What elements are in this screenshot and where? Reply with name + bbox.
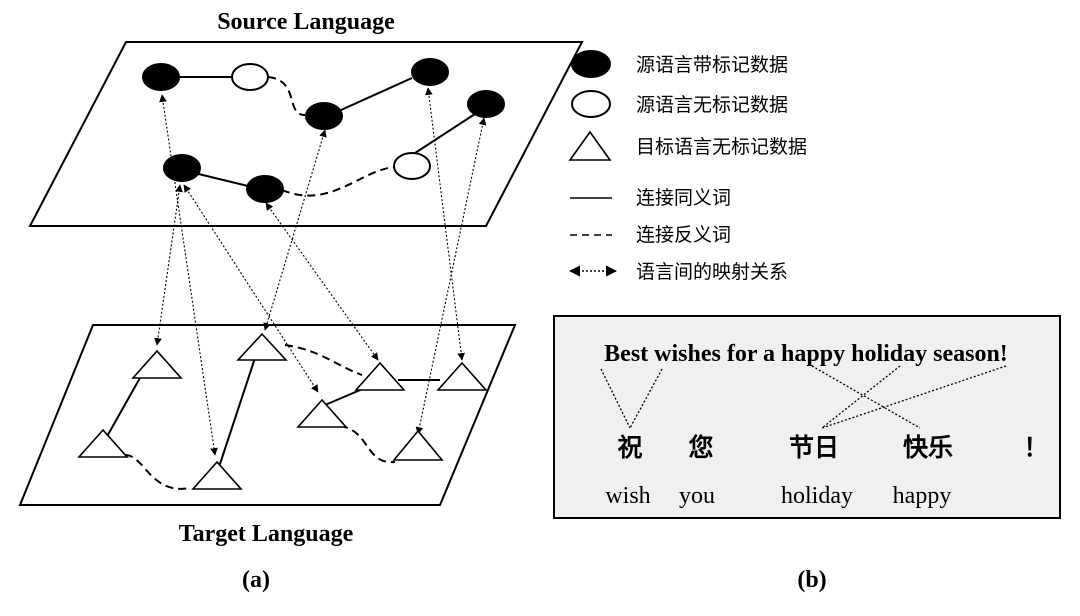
target-language-title: Target Language: [179, 521, 354, 547]
labeled-source-node: [142, 63, 180, 91]
alignment-lines: [600, 365, 1007, 429]
source-edges: [162, 76, 479, 197]
labeled-source-node: [467, 90, 505, 118]
antonym-link: [267, 76, 306, 116]
chinese-word: 快乐: [903, 433, 953, 462]
source-plane: [28, 41, 584, 227]
target-node: [296, 398, 348, 428]
mapping-arrow: [263, 129, 327, 331]
synonym-link: [104, 368, 146, 441]
labeled-source-node: [305, 102, 343, 130]
mapping-arrow: [415, 117, 487, 435]
gloss-word: you: [679, 483, 715, 509]
legend-label: 语言间的映射关系: [636, 261, 788, 283]
legend-triangle-icon: [568, 130, 612, 161]
antonym-link: [339, 425, 396, 464]
alignment-line: [821, 365, 1007, 429]
chinese-word: ！: [1023, 433, 1048, 462]
mapping-arrow: [425, 87, 465, 361]
legend-label: 目标语言无标记数据: [636, 136, 807, 158]
legend-label: 源语言无标记数据: [636, 94, 788, 116]
unlabeled-source-node: [393, 152, 431, 180]
target-node: [191, 460, 243, 490]
target-edges: [104, 344, 440, 490]
legend-open-circle-icon: [571, 90, 611, 118]
synonym-link: [217, 357, 256, 471]
target-node: [236, 332, 288, 361]
gloss-word: wish: [605, 483, 650, 509]
antonym-link: [124, 454, 191, 490]
synonym-link: [324, 387, 366, 406]
target-node: [131, 349, 183, 379]
antonym-link: [284, 344, 363, 376]
alignment-line: [629, 368, 663, 429]
source-language-title: Source Language: [217, 9, 395, 35]
gloss-word: happy: [893, 483, 952, 509]
translation-example-box: [553, 315, 1061, 519]
target-node: [392, 429, 444, 461]
caption-b: (b): [797, 567, 826, 593]
gloss-word: holiday: [781, 483, 853, 509]
antonym-link: [281, 166, 396, 197]
mapping-arrow: [265, 202, 379, 361]
alignment-line: [821, 365, 901, 429]
legend-label: 连接同义词: [636, 187, 731, 209]
legend-filled-circle-icon: [571, 50, 611, 78]
english-sentence: Best wishes for a happy holiday season!: [604, 341, 1008, 367]
target-node: [436, 361, 488, 391]
mapping-arrow: [154, 184, 183, 346]
synonym-link: [411, 111, 479, 156]
target-node: [354, 361, 406, 391]
mapping-arrow: [159, 94, 218, 456]
legend: 源语言带标记数据 源语言无标记数据 目标语言无标记数据 连接同义词 连接反义词 …: [568, 50, 807, 283]
legend-label: 连接反义词: [636, 224, 731, 246]
alignment-line: [811, 365, 921, 429]
alignment-line: [600, 368, 631, 429]
chinese-word: 祝: [617, 433, 642, 462]
mapping-arrows: [154, 87, 487, 456]
chinese-word: 节日: [789, 433, 839, 462]
chinese-word: 您: [688, 433, 713, 462]
caption-a: (a): [242, 567, 270, 593]
labeled-source-node: [411, 58, 449, 86]
mapping-arrow: [183, 184, 319, 393]
synonym-link: [340, 77, 413, 111]
labeled-source-node: [246, 175, 284, 203]
source-nodes: [142, 58, 505, 203]
legend-label: 源语言带标记数据: [636, 54, 788, 76]
target-node: [77, 428, 129, 458]
unlabeled-source-node: [231, 63, 269, 91]
labeled-source-node: [163, 154, 201, 182]
target-nodes: [77, 332, 488, 490]
